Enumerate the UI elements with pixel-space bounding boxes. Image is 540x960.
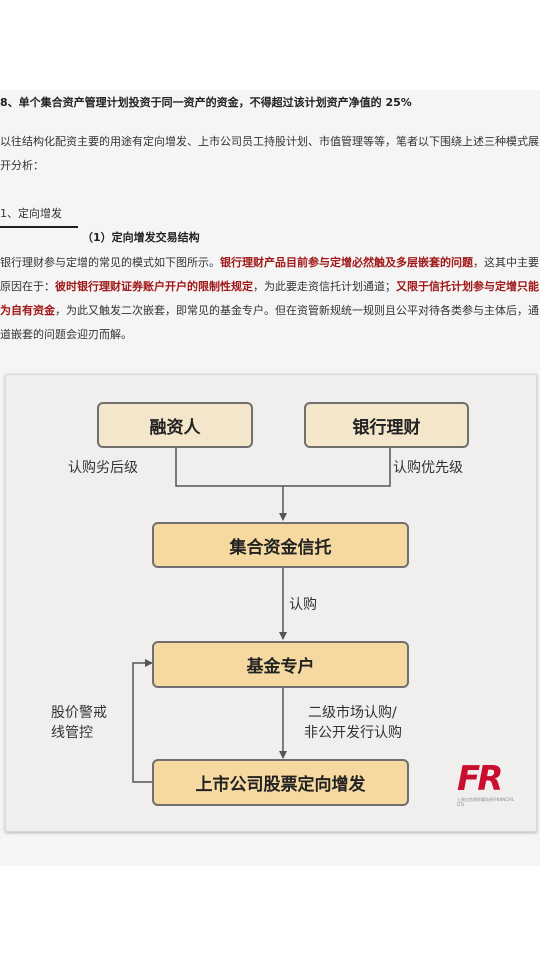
rule-8-text: 8、单个集合资产管理计划投资于同一资产的资金，不得超过该计划资产净值的 25%: [0, 96, 412, 109]
label-liehou: 认购劣后级: [68, 460, 138, 476]
feedback-loop: [132, 659, 153, 783]
label-guanjing-line2: 线管控: [51, 725, 93, 741]
highlight-text-1: 银行理财产品目前参与定增必然触及多层嵌套的问题: [220, 256, 473, 269]
fr-logo: FR 上海立信律师事务所FINANCIAL LTD: [457, 759, 519, 807]
structure-diagram: 融资人 银行理财 集合资金信托 基金专户 上市公司股票定向增发 认购劣后级 认购…: [5, 374, 537, 832]
body-text-3: ，为此要走资信托计划通道；: [253, 280, 396, 293]
diagram-connectors: [132, 448, 391, 783]
section-subtitle: （1）定向增发交易结构: [82, 231, 200, 244]
label-erji-line2: 非公开发行认购: [304, 725, 402, 741]
body-paragraph: 银行理财参与定增的常见的模式如下图所示。银行理财产品目前参与定增必然触及多层嵌套…: [0, 251, 540, 347]
body-text-4: ，为此又触发二次嵌套，即常见的基金专户。但在资管新规统一规则且公平对待各类参与主…: [0, 304, 539, 341]
label-rengou: 认购: [289, 597, 317, 613]
body-text-1: 银行理财参与定增的常见的模式如下图所示。: [0, 256, 220, 269]
logo-letter-f: F: [457, 759, 480, 799]
label-guanjing-line1: 股价警戒: [51, 705, 107, 721]
body-text-2: ，这其中主要原因在于：: [0, 256, 539, 293]
node-xintuo: 集合资金信托: [152, 522, 409, 568]
logo-subtext: 上海立信律师事务所FINANCIAL LTD: [457, 797, 515, 807]
intro-paragraph: 以往结构化配资主要的用途有定向增发、上市公司员工持股计划、市值管理等等，笔者以下…: [0, 135, 539, 172]
node-jijin: 基金专户: [152, 641, 409, 688]
connector-yinhang: [283, 448, 391, 487]
highlight-text-3: 又限于信托计划参与定增只能为自有资金: [0, 280, 539, 317]
connector-rongziren: [175, 448, 283, 487]
label-erji-line1: 二级市场认购/: [308, 705, 397, 721]
section-title-underline: [0, 226, 78, 228]
logo-letter-r: R: [477, 759, 503, 799]
node-rongziren: 融资人: [97, 402, 253, 448]
node-yinhang: 银行理财: [304, 402, 469, 448]
section-title: 1、定向增发: [0, 207, 62, 220]
label-youxian: 认购优先级: [393, 460, 463, 476]
highlight-text-2: 彼时银行理财证券账户开户的限制性规定: [55, 280, 253, 293]
node-dingzeng: 上市公司股票定向增发: [152, 759, 409, 806]
